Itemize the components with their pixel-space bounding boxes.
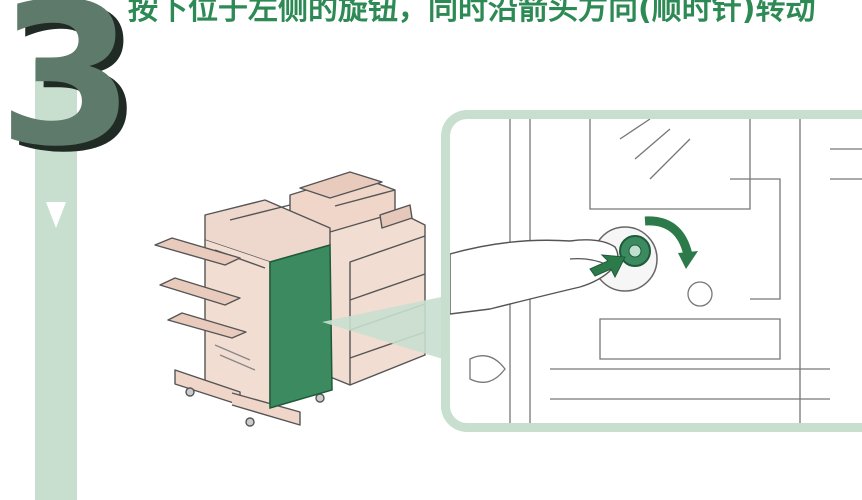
knob-detail-illustration: [450, 119, 862, 432]
hand-illustration: [450, 240, 618, 314]
open-front-panel: [270, 245, 332, 408]
zoom-detail-panel: [441, 110, 862, 432]
